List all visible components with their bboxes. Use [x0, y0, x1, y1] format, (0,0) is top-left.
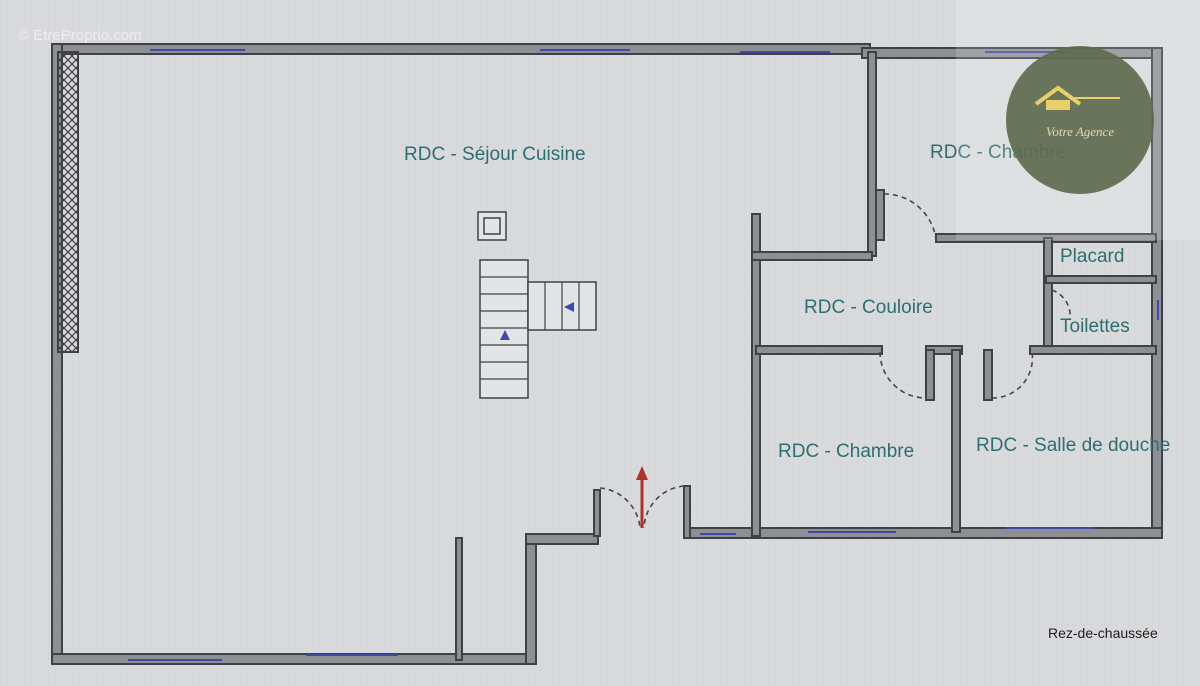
room-label-toilettes: Toilettes [1060, 316, 1130, 337]
room-label-chambre-bottom: RDC - Chambre [778, 441, 914, 462]
post [477, 211, 507, 241]
stair-arrow-icon [500, 330, 510, 340]
agency-logo-text: Votre Agence [1046, 124, 1114, 139]
room-label-sejour: RDC - Séjour Cuisine [404, 144, 586, 165]
watermark-text: © EtreProprio.com [18, 27, 142, 44]
room-label-couloir: RDC - Couloire [804, 297, 933, 318]
entry-arrow-icon [636, 466, 648, 528]
room-label-salle-douche: RDC - Salle de douche [976, 435, 1170, 456]
hatched-wall [57, 51, 79, 353]
agency-logo: Votre Agence [956, 0, 1200, 240]
doors [599, 193, 1072, 529]
staircase [477, 211, 597, 399]
outer-walls [51, 43, 1163, 665]
interior-walls [455, 51, 1157, 661]
room-label-placard: Placard [1060, 246, 1124, 267]
level-label: Rez-de-chaussée [1048, 625, 1158, 641]
stair-arrow-icon [564, 302, 574, 312]
house-roof-icon [1034, 85, 1120, 110]
